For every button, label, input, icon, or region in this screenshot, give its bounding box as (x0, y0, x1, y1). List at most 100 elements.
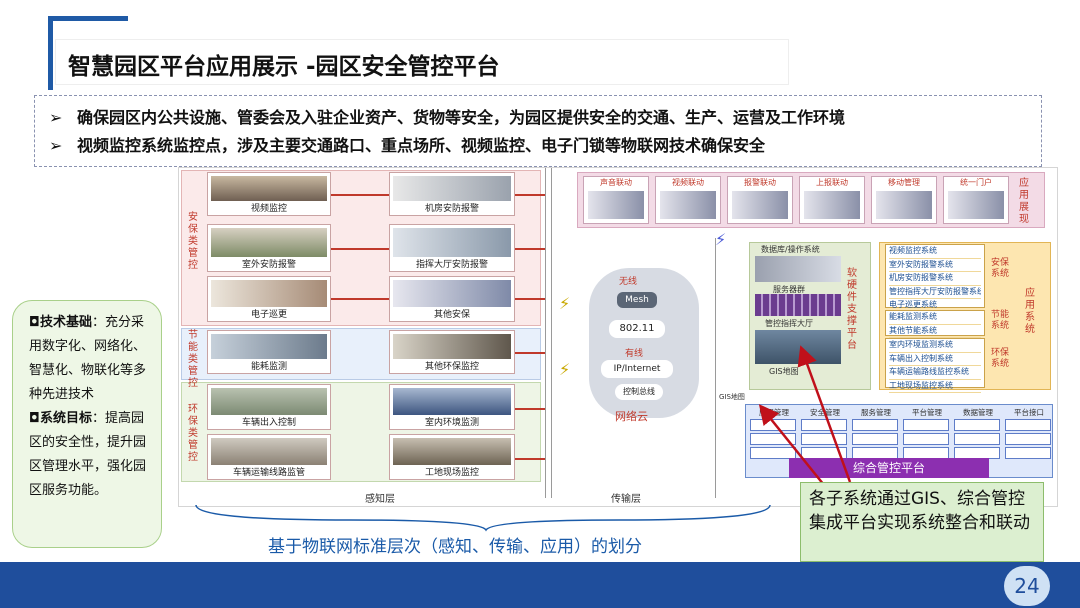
outdoor-alarm-box: 室外安防报警 (207, 224, 331, 272)
other-env-photo (393, 334, 511, 359)
wireless-bolt-icon: ⚡ (715, 230, 727, 249)
site-monitor-photo (393, 438, 511, 465)
app-linkage-image (804, 191, 860, 219)
box-caption: 车辆出入控制 (241, 418, 296, 428)
security-zone-label: 安保类管控 (188, 212, 198, 271)
wireless-bolt-icon: ⚡ (559, 294, 571, 313)
app-linkage-box: 声音联动 (583, 176, 649, 224)
energy-system-list: 能耗监测系统其他节能系统 (885, 310, 985, 338)
footer-bar (0, 562, 1080, 608)
system-list-item: 管控指挥大厅安防报警系统 (889, 286, 981, 299)
platform-cell (1005, 433, 1051, 445)
platform-cell (903, 419, 949, 431)
video-monitor-box: 视频监控 (207, 172, 331, 216)
note-label: 系统目标 (39, 411, 92, 426)
transport-photo (211, 438, 327, 465)
env-system-list: 室内环境监测系统车辆出入控制系统车辆运输路线监控系统工地现场监控系统 (885, 338, 985, 393)
connector-line (331, 248, 389, 250)
system-list-item: 其他节能系统 (889, 325, 981, 338)
app-linkage-label: 报警联动 (744, 178, 776, 187)
connector-line (515, 298, 545, 300)
database-icon (755, 256, 841, 282)
box-caption: 指挥大厅安防报警 (415, 260, 488, 270)
system-list-item: 机房安防报警系统 (889, 272, 981, 286)
note-item: ◘系统目标：提高园区的安全性，提升园区管理水平，强化园区服务功能。 (29, 407, 151, 503)
layer-brace (195, 504, 771, 532)
layer-separator (551, 168, 552, 498)
system-list-item: 车辆运输路线监控系统 (889, 366, 981, 380)
site-monitor-box: 工地现场监控 (389, 434, 515, 480)
app-linkage-box: 上报联动 (799, 176, 865, 224)
box-caption: 视频监控 (250, 204, 287, 214)
patrol-photo (211, 280, 327, 307)
box-caption: 其他环保监控 (424, 362, 479, 372)
energy-zone-label: 节能类管控 (188, 330, 198, 389)
box-caption: 室外安防报警 (241, 260, 296, 270)
app-linkage-image (948, 191, 1004, 219)
box-caption: 能耗监测 (250, 362, 287, 372)
other-security-photo (393, 280, 511, 307)
callout-arrow (797, 345, 852, 483)
platform-cell (801, 419, 847, 431)
env-system-label: 环保系统 (991, 348, 1010, 369)
transport-layer-label: 传输层 (611, 494, 641, 505)
platform-header: 数据管理 (963, 408, 993, 417)
energy-monitor-box: 能耗监测 (207, 330, 331, 374)
connector-line (515, 248, 545, 250)
note-text: ：充分采用数字化、网络化、智慧化、物联化等多种先进技术 (29, 315, 147, 402)
gis-label: GIS地图 (769, 367, 799, 376)
bullet-item: ➢ 视频监控系统监控点，涉及主要交通路口、重点场所、视频监控、电子门锁等物联网技… (49, 132, 1041, 160)
software-platform-label: 软硬件支撑平台 (847, 268, 857, 351)
platform-cell (1005, 447, 1051, 459)
diagram-caption: 基于物联网标准层次（感知、传输、应用）的划分 (268, 537, 642, 557)
connector-line (515, 408, 545, 410)
hall-label: 管控指挥大厅 (765, 319, 813, 328)
other-env-box: 其他环保监控 (389, 330, 515, 374)
energy-system-label: 节能系统 (991, 310, 1010, 331)
system-list-item: 车辆出入控制系统 (889, 353, 981, 366)
system-list-item: 视频监控系统 (889, 245, 981, 259)
room-security-photo (393, 176, 511, 201)
cloud-wired-label: 有线 (625, 349, 644, 359)
app-system-label: 应用系统 (1025, 288, 1035, 335)
internet-node: IP/Internet (601, 360, 673, 378)
app-linkage-image (660, 191, 716, 219)
app-linkage-box: 视频联动 (655, 176, 721, 224)
cloud-wireless-label: 无线 (619, 277, 638, 287)
app-linkage-image (588, 191, 644, 219)
platform-header: 平台管理 (912, 408, 942, 417)
system-list-item: 能耗监测系统 (889, 311, 981, 325)
box-caption: 电子巡更 (250, 310, 287, 320)
patrol-box: 电子巡更 (207, 276, 331, 322)
security-system-list: 视频监控系统室外安防报警系统机房安防报警系统管控指挥大厅安防报警系统电子巡更系统 (885, 244, 985, 313)
title-bracket-decoration (48, 16, 128, 90)
room-security-box: 机房安防报警 (389, 172, 515, 216)
app-linkage-image (876, 191, 932, 219)
control-bus-node: 控制总线 (615, 384, 663, 400)
callout-arrow (758, 404, 829, 491)
indoor-env-box: 室内环境监测 (389, 384, 515, 430)
page-title: 智慧园区平台应用展示 -园区安全管控平台 (68, 54, 500, 80)
system-list-item: 工地现场监控系统 (889, 380, 981, 393)
note-label: 技术基础 (39, 315, 92, 330)
wifi-node: 802.11 (609, 320, 665, 338)
platform-cell (903, 433, 949, 445)
connector-line (515, 194, 545, 196)
transport-box: 车辆运输线路监管 (207, 434, 331, 480)
callout-box: 各子系统通过GIS、综合管控集成平台实现系统整合和联动 (800, 482, 1044, 562)
note-marker: ◘ (29, 411, 40, 426)
app-linkage-box: 移动管理 (871, 176, 937, 224)
hall-alarm-photo (393, 228, 511, 257)
box-caption: 其他安保 (433, 310, 470, 320)
gis-tag: GIS地图 (719, 393, 745, 401)
indoor-env-photo (393, 388, 511, 415)
platform-cell (852, 419, 898, 431)
server-rack-icon (755, 294, 841, 316)
server-label: 服务器群 (773, 285, 805, 294)
note-text: ：提高园区的安全性，提升园区管理水平，强化园区服务功能。 (29, 411, 147, 498)
connector-line (331, 298, 389, 300)
mesh-node: Mesh (617, 292, 657, 308)
connector-line (331, 194, 389, 196)
box-caption: 车辆运输线路监管 (232, 468, 305, 478)
layer-separator (715, 238, 716, 498)
